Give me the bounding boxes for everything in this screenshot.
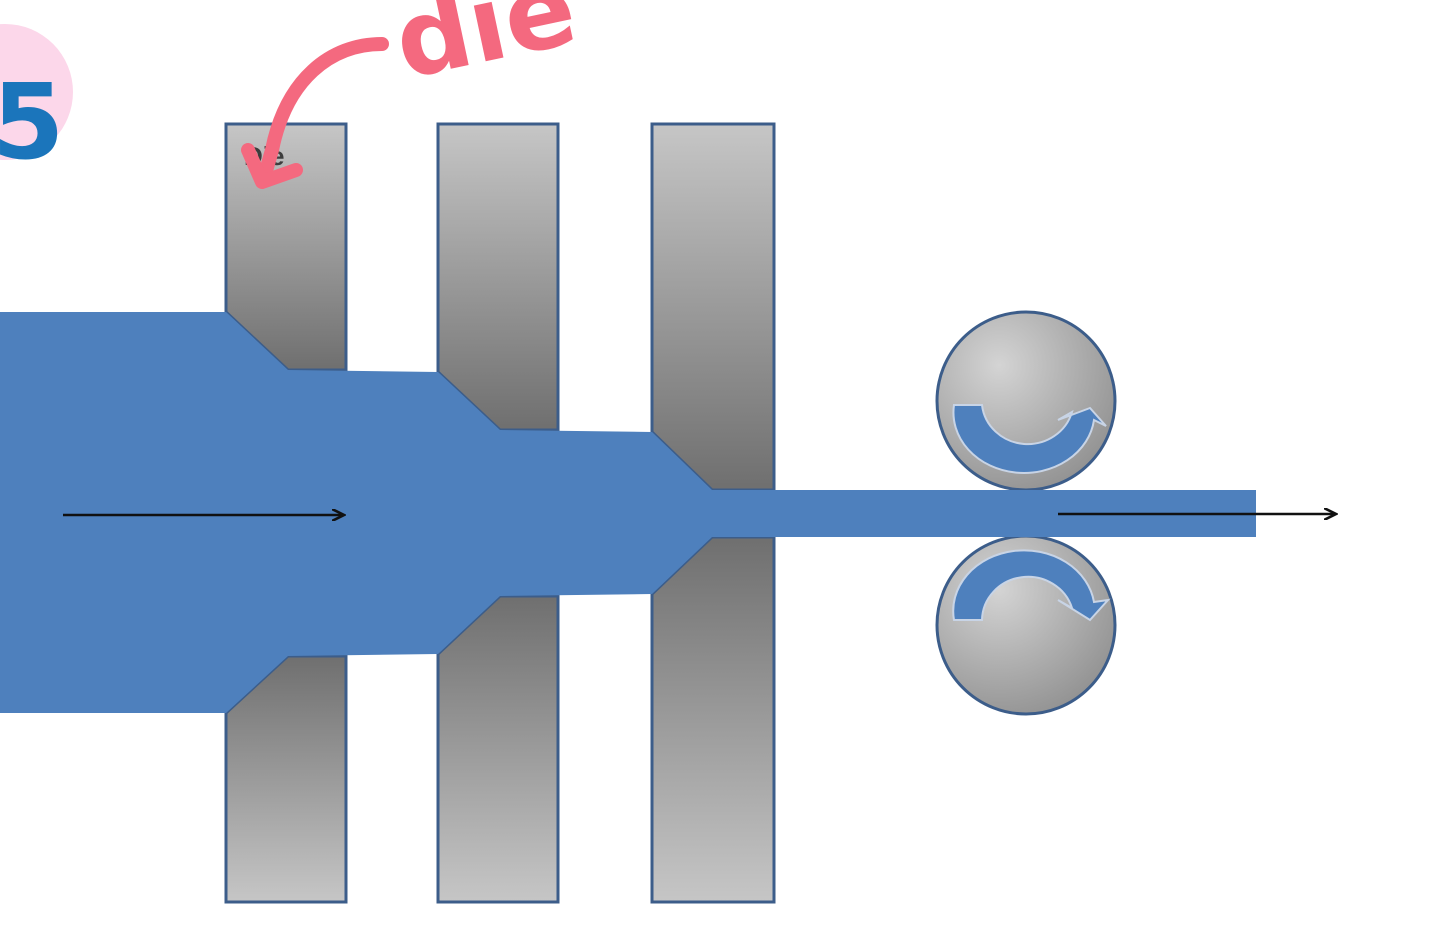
- page-badge-text: 5: [0, 61, 64, 183]
- die-stage-2: [436, 122, 560, 904]
- handwritten-annotation: die: [241, 0, 586, 189]
- annotation-arrow-icon: [257, 37, 389, 185]
- page-badge: 5: [0, 24, 73, 183]
- annotation-arrowhead-icon: [241, 143, 303, 189]
- lower-roller: [935, 534, 1117, 716]
- rotation-arrow-icon: [952, 549, 1111, 622]
- rotation-arrow-icon: [952, 404, 1107, 474]
- upper-roller: [935, 310, 1117, 492]
- handwritten-die-label: die: [384, 0, 586, 103]
- workpiece-stock: [0, 312, 1256, 713]
